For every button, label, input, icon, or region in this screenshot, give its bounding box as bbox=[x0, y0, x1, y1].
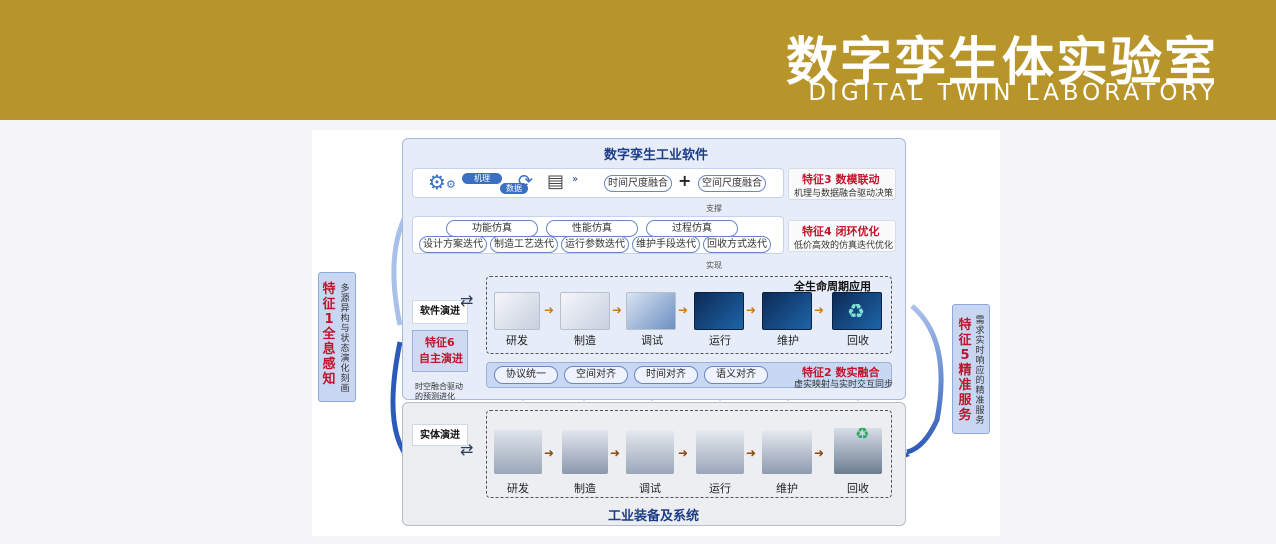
hw-tile-recycle bbox=[834, 428, 882, 474]
plus-sign: + bbox=[678, 171, 692, 190]
pill-space-fusion: 空间尺度融合 bbox=[698, 175, 766, 192]
hw-stage-debug: 调试 bbox=[639, 482, 661, 495]
feature-4-sub: 低价高效的仿真迭代优化 bbox=[794, 241, 894, 251]
hw-stage-maintain: 维护 bbox=[776, 482, 798, 495]
feature-3-box bbox=[788, 168, 896, 200]
gears-icon: ⚙ bbox=[428, 170, 446, 194]
pill-semantic-align: 语义对齐 bbox=[704, 366, 768, 384]
sw-tile-manufacture bbox=[560, 292, 610, 330]
banner-title-en: DIGITAL TWIN LABORATORY bbox=[808, 80, 1218, 106]
hw-tile-rnd bbox=[494, 430, 542, 474]
pill-recycle-iter: 回收方式迭代 bbox=[703, 236, 771, 253]
sync-icon: ⇄ bbox=[460, 291, 474, 310]
hw-stage-recycle: 回收 bbox=[847, 482, 869, 495]
database-icon: ▤ bbox=[547, 171, 565, 192]
software-panel-title: 数字孪生工业软件 bbox=[604, 148, 709, 163]
arrow-icon: ➜ bbox=[814, 446, 825, 460]
feature-4-title: 特征4 闭环优化 bbox=[802, 225, 880, 238]
feature-5-box bbox=[952, 304, 990, 434]
realize-label: 实现 bbox=[706, 261, 722, 270]
cycle-icon: ⟳ bbox=[518, 171, 534, 192]
sw-tile-rnd bbox=[494, 292, 540, 330]
pill-maintenance-iter: 维护手段迭代 bbox=[632, 236, 700, 253]
pill-space-align: 空间对齐 bbox=[564, 366, 628, 384]
feature-6-title-1: 特征6 bbox=[425, 336, 455, 349]
feature-5-sub: 需求实时响应的精准服务 bbox=[975, 316, 985, 426]
double-chevron-icon: » bbox=[572, 174, 579, 185]
feature-6-box bbox=[412, 330, 468, 372]
arrow-icon: ➜ bbox=[746, 303, 757, 317]
entity-evolve-box: 实体演进 bbox=[412, 424, 468, 446]
small-gear-icon: ⚙ bbox=[446, 178, 456, 191]
arrow-icon: ➜ bbox=[610, 446, 621, 460]
support-label: 支撑 bbox=[706, 204, 722, 213]
feature-4-box bbox=[788, 220, 896, 252]
pill-time-fusion: 时间尺度融合 bbox=[604, 175, 672, 192]
feature-1-box bbox=[318, 272, 356, 402]
feature-3-title: 特征3 数模联动 bbox=[802, 173, 880, 186]
sw-stage-maintain: 维护 bbox=[777, 334, 799, 347]
lifecycle-entity-box bbox=[486, 410, 892, 498]
sw-stage-recycle: 回收 bbox=[847, 334, 869, 347]
hw-stage-rnd: 研发 bbox=[507, 482, 529, 495]
tag-data: 数据 bbox=[500, 183, 528, 194]
recycle-icon: ♻ bbox=[847, 299, 865, 323]
arrow-icon: ➜ bbox=[678, 303, 689, 317]
feature-6-title-2: 自主演进 bbox=[419, 352, 463, 365]
feature-6-sub: 时空融合驱动的预测进化 bbox=[415, 382, 463, 401]
feature-2-title: 特征2 数实融合 bbox=[802, 366, 880, 379]
arrow-icon: ➜ bbox=[544, 446, 555, 460]
feature-5-title: 特征5精准服务 bbox=[958, 318, 972, 423]
sync-icon: ⇄ bbox=[460, 440, 474, 459]
pill-manufacture-iter: 制造工艺迭代 bbox=[490, 236, 558, 253]
recycle-icon: ♻ bbox=[855, 424, 870, 443]
pill-function-sim: 功能仿真 bbox=[446, 220, 538, 237]
hw-stage-manufacture: 制造 bbox=[574, 482, 596, 495]
sw-stage-debug: 调试 bbox=[641, 334, 663, 347]
sw-tile-debug bbox=[626, 292, 676, 330]
header-banner: 数字孪生体实验室 DIGITAL TWIN LABORATORY bbox=[0, 0, 1276, 120]
pill-time-align: 时间对齐 bbox=[634, 366, 698, 384]
lifecycle-software-box bbox=[486, 276, 892, 354]
sw-stage-manufacture: 制造 bbox=[574, 334, 596, 347]
sw-tile-operate bbox=[694, 292, 744, 330]
feature-1-sub: 多源异构与状态演化刻画 bbox=[340, 284, 350, 394]
software-evolve-box: 软件演进 bbox=[412, 300, 468, 324]
arrow-icon: ➜ bbox=[814, 303, 825, 317]
feature-1-title: 特征1全息感知 bbox=[322, 282, 336, 387]
sw-tile-recycle bbox=[832, 292, 882, 330]
sw-tile-maintain bbox=[762, 292, 812, 330]
pill-process-sim: 过程仿真 bbox=[646, 220, 738, 237]
arrow-icon: ➜ bbox=[678, 446, 689, 460]
banner-title-cn: 数字孪生体实验室 bbox=[785, 33, 1218, 93]
equipment-panel-title: 工业装备及系统 bbox=[608, 509, 700, 524]
lifecycle-title: 全生命周期应用 bbox=[794, 280, 871, 293]
right-arrow bbox=[906, 304, 944, 455]
pill-design-iter: 设计方案迭代 bbox=[419, 236, 487, 253]
hw-tile-maintain bbox=[762, 430, 812, 474]
pill-operation-iter: 运行参数迭代 bbox=[561, 236, 629, 253]
arrow-icon: ➜ bbox=[544, 303, 555, 317]
hw-tile-manufacture bbox=[562, 430, 608, 474]
pill-protocol: 协议统一 bbox=[494, 366, 558, 384]
feature-3-sub: 机理与数据融合驱动决策 bbox=[794, 189, 894, 199]
arrow-icon: ➜ bbox=[612, 303, 623, 317]
pill-performance-sim: 性能仿真 bbox=[546, 220, 638, 237]
arrow-icon: ➜ bbox=[746, 446, 757, 460]
sw-stage-rnd: 研发 bbox=[506, 334, 528, 347]
hw-tile-operate bbox=[696, 430, 744, 474]
hw-tile-debug bbox=[626, 430, 674, 474]
feature-2-sub: 虚实映射与实时交互同步 bbox=[794, 380, 894, 390]
tag-mechanism: 机理 bbox=[462, 173, 502, 184]
hw-stage-operate: 运行 bbox=[709, 482, 731, 495]
sw-stage-operate: 运行 bbox=[709, 334, 731, 347]
